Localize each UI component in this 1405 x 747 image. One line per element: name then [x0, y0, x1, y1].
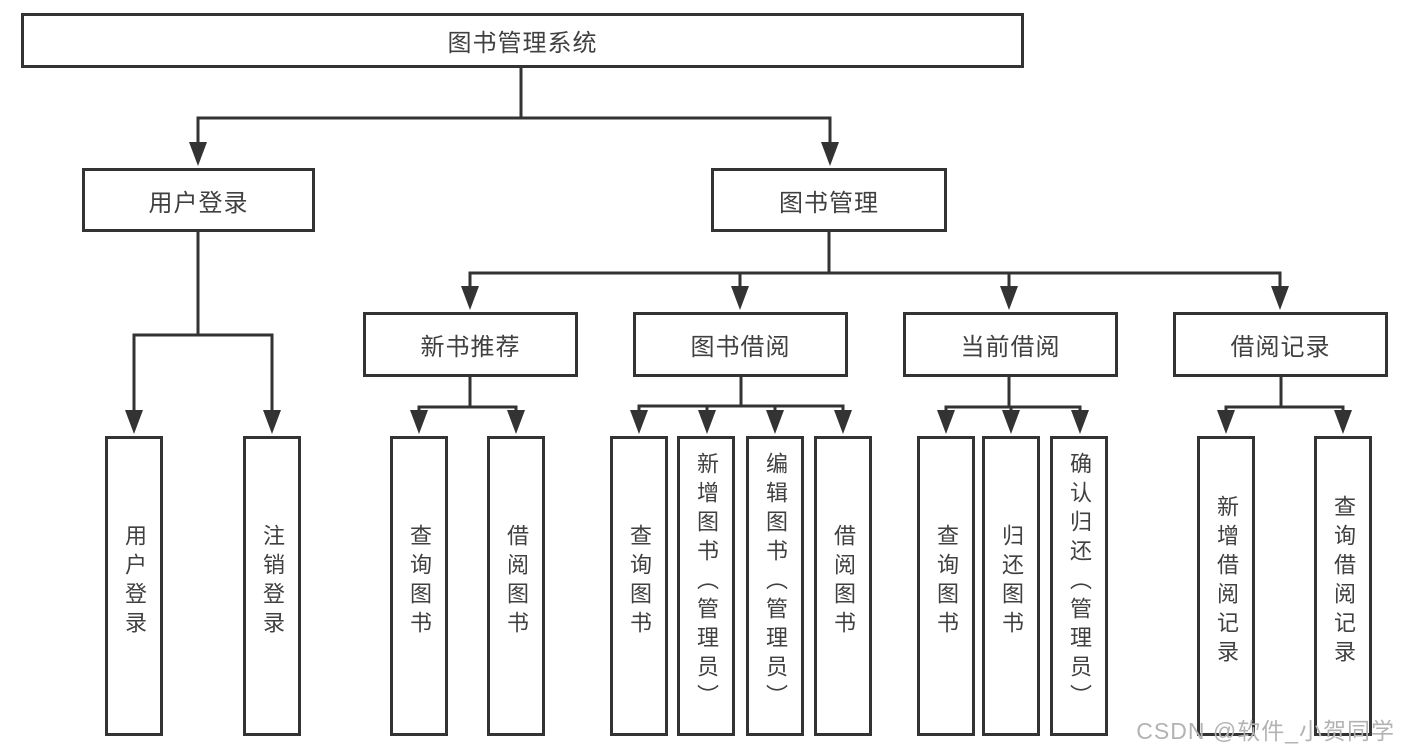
- leaf-logout: 注销登录: [243, 436, 301, 736]
- leaf-add-books-admin: 新增图书（管理员）: [677, 436, 735, 736]
- leaf-query-books-1: 查询图书: [390, 436, 448, 736]
- node-user-login: 用户登录: [82, 168, 315, 232]
- leaf-user-login: 用户登录: [105, 436, 163, 736]
- node-library-management-system: 图书管理系统: [21, 13, 1024, 68]
- leaf-confirm-return-admin: 确认归还（管理员）: [1050, 436, 1108, 736]
- leaf-add-borrow-record: 新增借阅记录: [1197, 436, 1255, 736]
- node-book-management: 图书管理: [711, 168, 947, 232]
- leaf-edit-books-admin: 编辑图书（管理员）: [746, 436, 804, 736]
- leaf-query-borrow-record: 查询借阅记录: [1314, 436, 1372, 736]
- leaf-borrow-books-2: 借阅图书: [814, 436, 872, 736]
- node-current-borrow: 当前借阅: [903, 312, 1118, 377]
- arrowheads: [125, 142, 1352, 434]
- leaf-query-books-2: 查询图书: [610, 436, 668, 736]
- leaf-borrow-books-1: 借阅图书: [487, 436, 545, 736]
- leaf-return-books: 归还图书: [982, 436, 1040, 736]
- leaf-query-books-3: 查询图书: [917, 436, 975, 736]
- node-book-borrow: 图书借阅: [633, 312, 848, 377]
- csdn-watermark: CSDN @软件_小贺同学: [1136, 718, 1395, 744]
- node-borrow-records: 借阅记录: [1173, 312, 1388, 377]
- node-new-book-recommend: 新书推荐: [363, 312, 578, 377]
